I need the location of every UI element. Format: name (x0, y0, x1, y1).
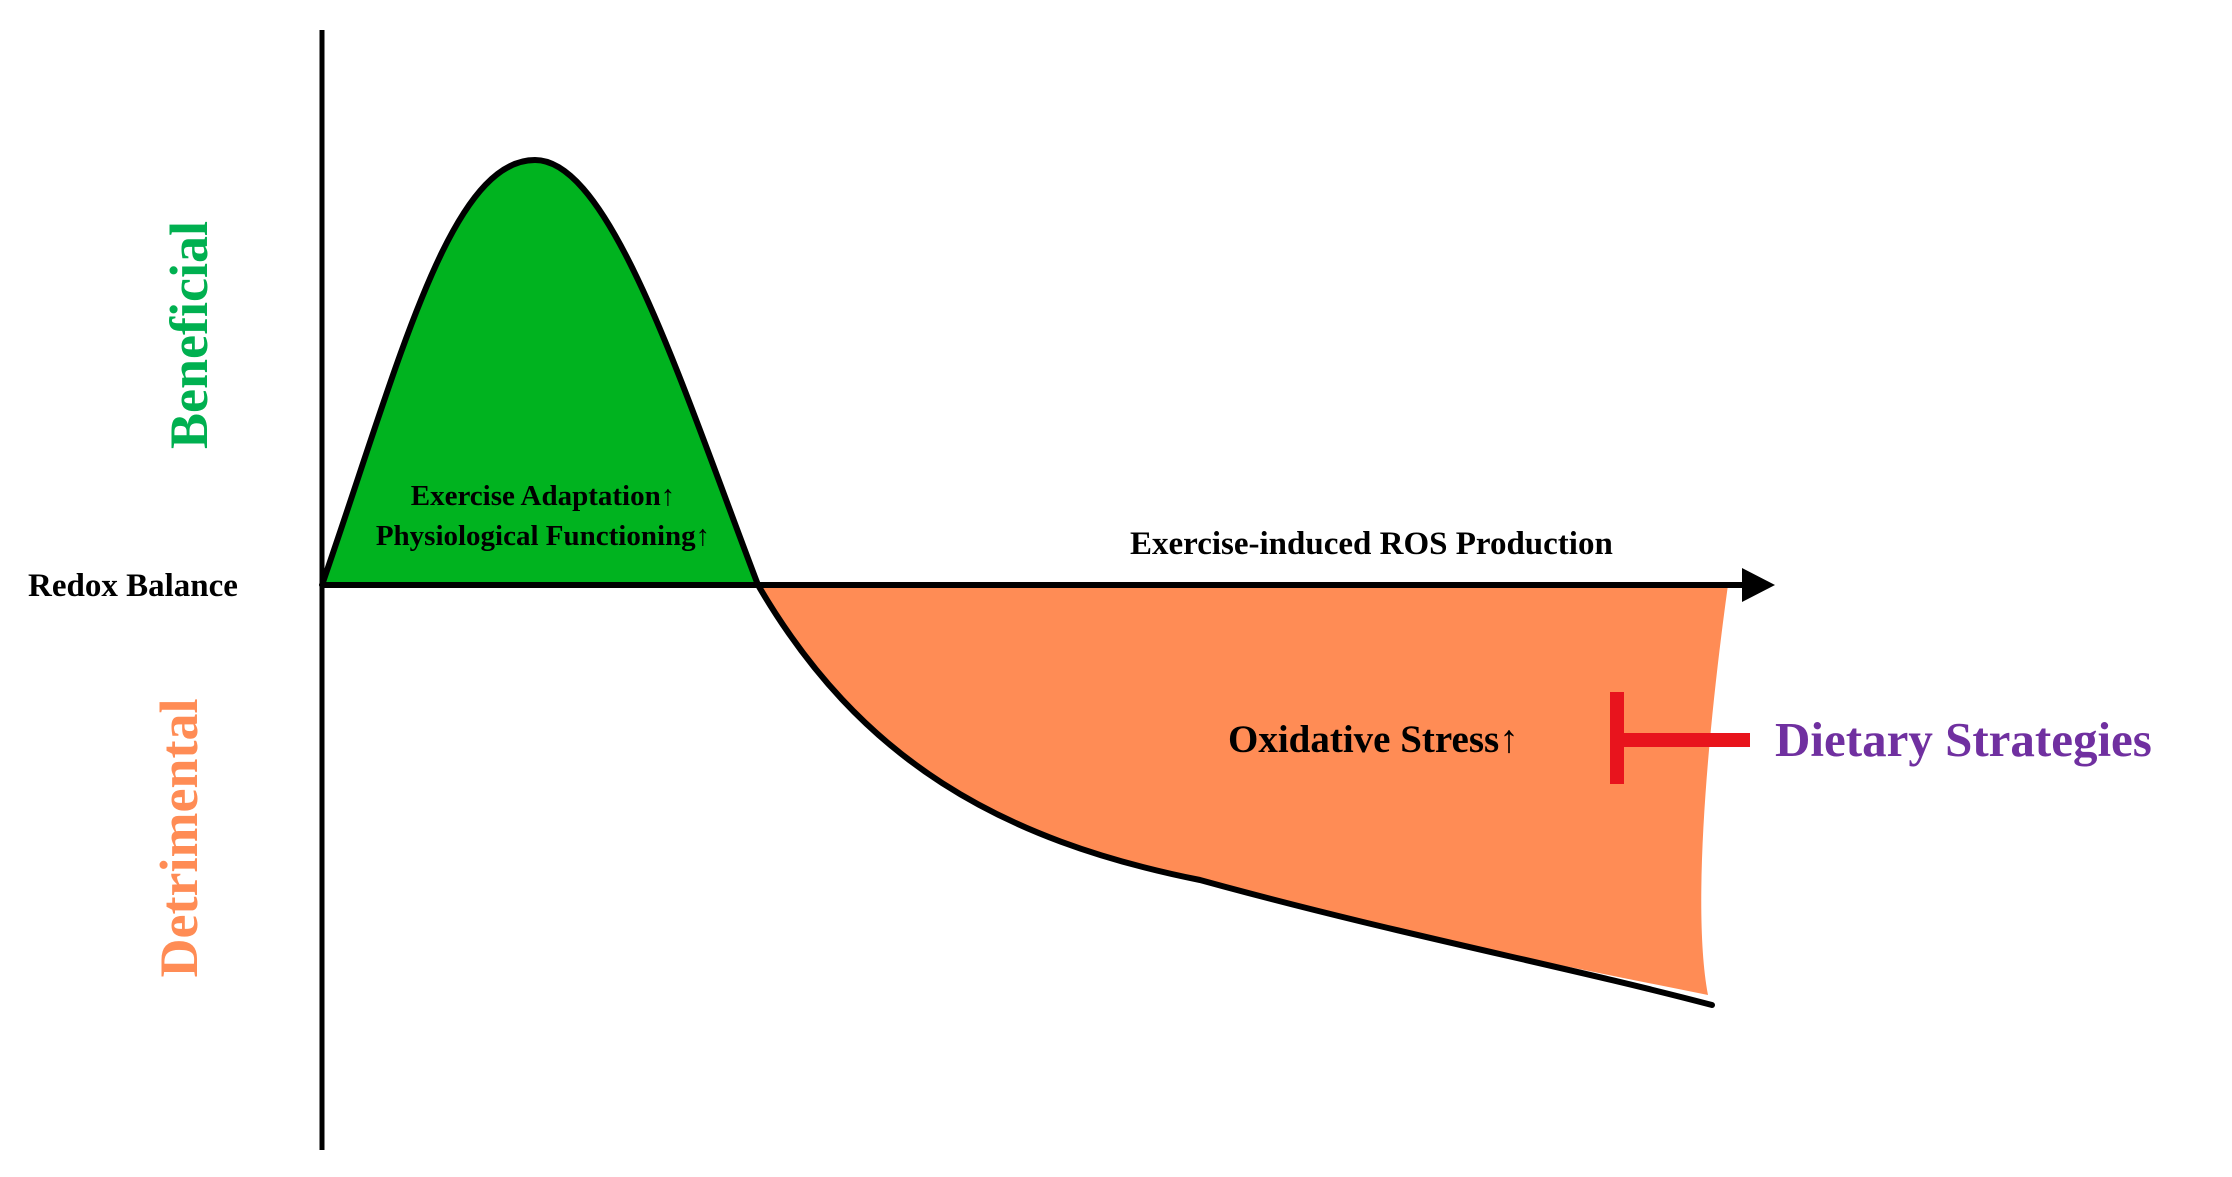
adaptation-label-line2: Physiological Functioning↑ (376, 520, 710, 552)
adaptation-label-line1: Exercise Adaptation↑ (411, 480, 676, 512)
beneficial-label: Beneficial (159, 221, 219, 449)
dietary-strategies-label: Dietary Strategies (1775, 712, 2152, 767)
t-bar-inhibition-icon (1610, 692, 1750, 784)
oxidative-stress-label: Oxidative Stress↑ (1228, 718, 1519, 761)
redox-balance-label: Redox Balance (28, 568, 238, 604)
detrimental-region (758, 585, 1728, 995)
arrow-right-icon (1742, 568, 1775, 602)
detrimental-curve (755, 582, 1715, 1008)
beneficial-region (319, 157, 761, 588)
detrimental-label: Detrimental (149, 699, 209, 978)
x-axis-label: Exercise-induced ROS Production (1130, 526, 1613, 562)
